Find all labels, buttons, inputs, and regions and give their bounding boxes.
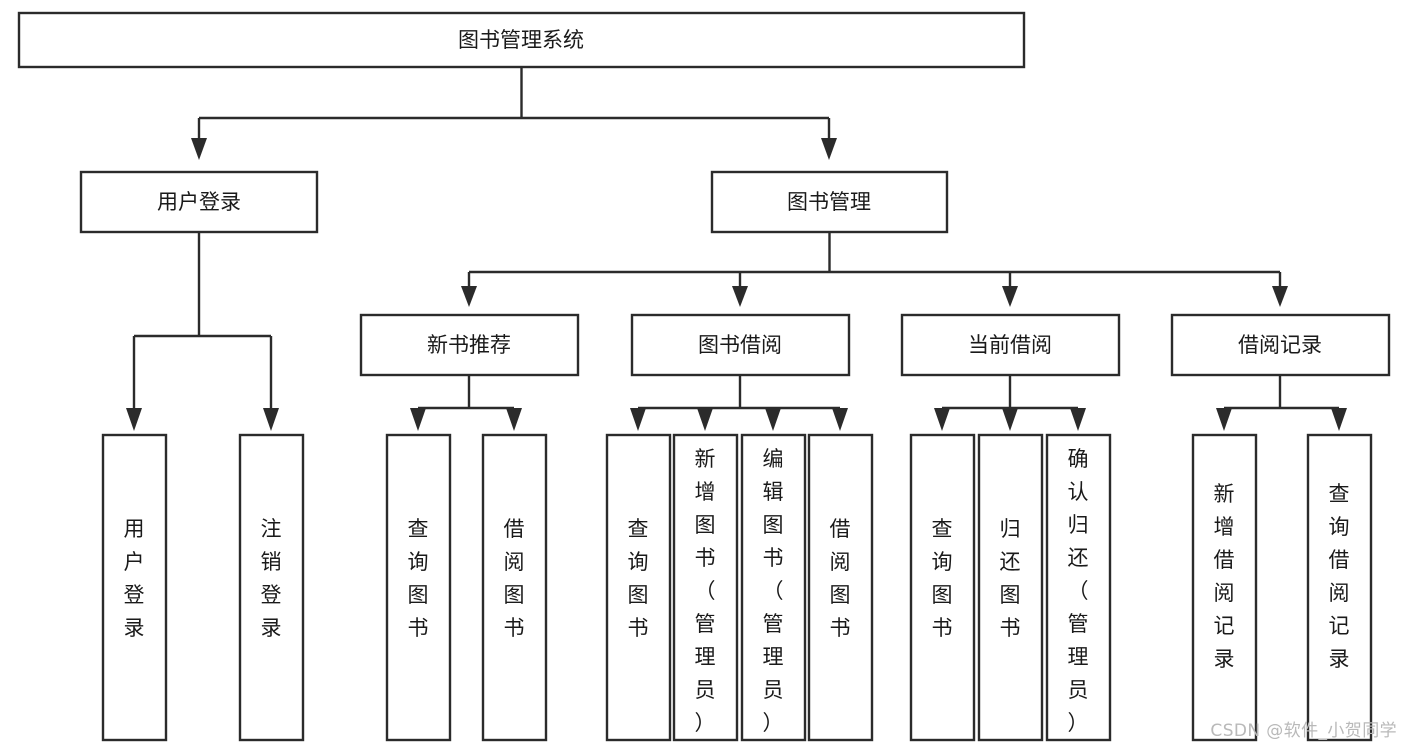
connector-group-user-login <box>126 232 279 431</box>
arrow-book-borrow-leaf-1-icon <box>630 408 646 431</box>
arrow-current-borrow-leaf-3-icon <box>1070 408 1086 431</box>
leaf-book-borrow-add-box[interactable] <box>672 433 739 742</box>
arrow-borrow-record-leaf-1-icon <box>1216 408 1232 431</box>
node-current-borrow[interactable]: 当前借阅 <box>900 313 1121 377</box>
leaf-book-borrow-borrow-label: 借阅图书 <box>830 517 851 640</box>
leaf-new-book-borrow[interactable]: 借阅图书 <box>481 433 548 742</box>
arrow-new-book-leaf-1-icon <box>410 408 426 431</box>
connector-group-current-borrow <box>934 375 1086 431</box>
connector-group-root <box>191 67 837 160</box>
node-book-management-box[interactable] <box>710 170 949 234</box>
arrow-to-borrow-record-icon <box>1272 286 1288 307</box>
arrow-root-to-book-mgmt-icon <box>821 138 837 160</box>
leaf-book-borrow-query[interactable]: 查询图书 <box>605 433 672 742</box>
node-root-label: 图书管理系统 <box>458 28 584 52</box>
leaf-book-borrow-query-box[interactable] <box>605 433 672 742</box>
node-borrow-record[interactable]: 借阅记录 <box>1170 313 1391 377</box>
leaf-current-borrow-query-label: 查询图书 <box>932 517 953 640</box>
node-root[interactable]: 图书管理系统 <box>17 11 1026 69</box>
connector-group-borrow-record <box>1216 375 1347 431</box>
arrow-user-login-leaf-2-icon <box>263 408 279 431</box>
arrow-book-borrow-leaf-2-icon <box>697 408 713 431</box>
leaf-user-login-login-label: 用户登录 <box>124 517 145 640</box>
leaf-current-borrow-confirm-box[interactable] <box>1045 433 1112 742</box>
leaf-borrow-record-query[interactable]: 查询借阅记录 <box>1306 433 1373 742</box>
leaf-user-login-login-box[interactable] <box>101 433 168 742</box>
arrow-root-to-user-login-icon <box>191 138 207 160</box>
leaf-user-login-logout[interactable]: 注销登录 <box>238 433 305 742</box>
node-current-borrow-box[interactable] <box>900 313 1121 377</box>
leaf-borrow-record-add-label: 新增借阅记录 <box>1214 482 1235 671</box>
leaf-borrow-record-add-box[interactable] <box>1191 433 1258 742</box>
arrow-to-book-borrow-icon <box>732 286 748 307</box>
leaf-book-borrow-add[interactable]: 新增图书（管理员） <box>672 433 739 742</box>
connector-group-book-mgmt <box>461 232 1288 307</box>
node-borrow-record-label: 借阅记录 <box>1238 333 1322 357</box>
node-user-login-box[interactable] <box>79 170 319 234</box>
node-book-borrow[interactable]: 图书借阅 <box>630 313 851 377</box>
leaf-current-borrow-return[interactable]: 归还图书 <box>977 433 1044 742</box>
leaf-current-borrow-return-box[interactable] <box>977 433 1044 742</box>
leaf-current-borrow-query-box[interactable] <box>909 433 976 742</box>
leaf-current-borrow-query[interactable]: 查询图书 <box>909 433 976 742</box>
node-user-login-label: 用户登录 <box>157 190 241 214</box>
node-book-borrow-label: 图书借阅 <box>698 333 782 357</box>
node-new-book-recommend-box[interactable] <box>359 313 580 377</box>
leaf-user-login-logout-box[interactable] <box>238 433 305 742</box>
leaf-book-borrow-edit[interactable]: 编辑图书（管理员） <box>740 433 807 742</box>
leaf-borrow-record-query-label: 查询借阅记录 <box>1329 482 1350 671</box>
leaf-new-book-borrow-label: 借阅图书 <box>504 517 525 640</box>
leaf-borrow-record-add[interactable]: 新增借阅记录 <box>1191 433 1258 742</box>
leaf-new-book-borrow-box[interactable] <box>481 433 548 742</box>
arrow-book-borrow-leaf-3-icon <box>765 408 781 431</box>
arrow-to-current-borrow-icon <box>1002 286 1018 307</box>
leaf-new-book-query-label: 查询图书 <box>408 517 429 640</box>
leaf-current-borrow-return-label: 归还图书 <box>1000 517 1021 640</box>
node-book-management-label: 图书管理 <box>787 190 871 214</box>
arrow-book-borrow-leaf-4-icon <box>832 408 848 431</box>
leaf-book-borrow-edit-box[interactable] <box>740 433 807 742</box>
arrow-current-borrow-leaf-1-icon <box>934 408 950 431</box>
leaf-book-borrow-edit-label: 编辑图书（管理员） <box>763 447 784 735</box>
node-current-borrow-label: 当前借阅 <box>968 333 1052 357</box>
connector-group-book-borrow <box>630 375 848 431</box>
arrow-borrow-record-leaf-2-icon <box>1331 408 1347 431</box>
node-book-management[interactable]: 图书管理 <box>710 170 949 234</box>
node-new-book-recommend[interactable]: 新书推荐 <box>359 313 580 377</box>
leaf-current-borrow-confirm[interactable]: 确认归还（管理员） <box>1045 433 1112 742</box>
leaf-new-book-query-box[interactable] <box>385 433 452 742</box>
node-book-borrow-box[interactable] <box>630 313 851 377</box>
node-root-box[interactable] <box>17 11 1026 69</box>
connector-group-new-book <box>410 375 522 431</box>
arrow-to-new-book-icon <box>461 286 477 307</box>
node-borrow-record-box[interactable] <box>1170 313 1391 377</box>
leaf-current-borrow-confirm-label: 确认归还（管理员） <box>1068 447 1089 735</box>
leaf-book-borrow-borrow[interactable]: 借阅图书 <box>807 433 874 742</box>
arrow-current-borrow-leaf-2-icon <box>1002 408 1018 431</box>
arrow-user-login-leaf-1-icon <box>126 408 142 431</box>
leaf-borrow-record-query-box[interactable] <box>1306 433 1373 742</box>
arrow-new-book-leaf-2-icon <box>506 408 522 431</box>
leaf-book-borrow-query-label: 查询图书 <box>628 517 649 640</box>
leaf-user-login-login[interactable]: 用户登录 <box>101 433 168 742</box>
leaf-new-book-query[interactable]: 查询图书 <box>385 433 452 742</box>
node-user-login[interactable]: 用户登录 <box>79 170 319 234</box>
node-new-book-recommend-label: 新书推荐 <box>427 333 511 357</box>
leaf-book-borrow-borrow-box[interactable] <box>807 433 874 742</box>
leaf-book-borrow-add-label: 新增图书（管理员） <box>695 447 716 735</box>
leaf-user-login-logout-label: 注销登录 <box>261 517 282 640</box>
